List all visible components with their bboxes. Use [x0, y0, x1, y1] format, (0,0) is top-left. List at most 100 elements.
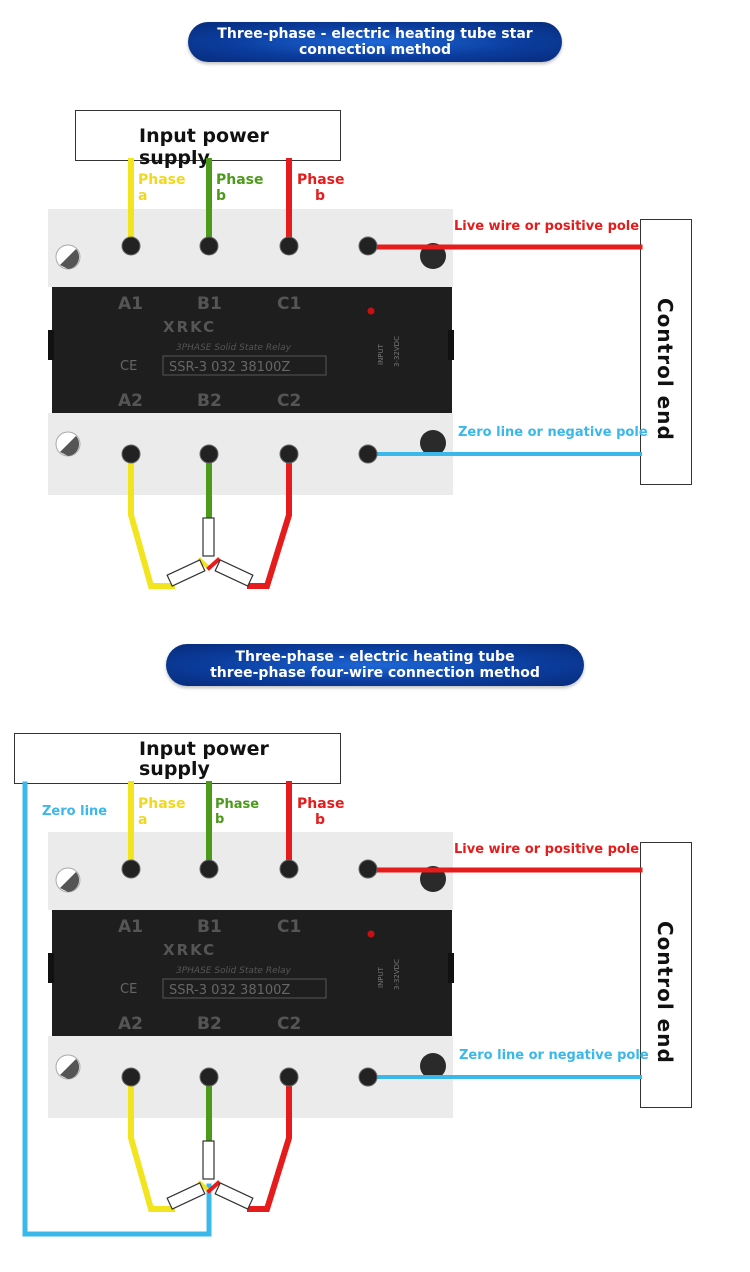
terminal-label-c2: C2 [277, 1014, 301, 1034]
diagram-four-wire-connection: Three-phase - electric heating tube thre… [0, 624, 750, 1272]
relay-brand: XRKC [163, 318, 216, 336]
relay-model-frame [162, 978, 327, 999]
status-led-icon [367, 307, 375, 315]
input-range: 3-32VDC [393, 336, 401, 367]
screw-b1-icon [199, 236, 219, 256]
screw-input-minus-icon [358, 444, 378, 464]
diagram-star-connection: Three-phase - electric heating tube star… [0, 0, 750, 620]
screw-a2-icon [121, 1067, 141, 1087]
control-end-label: Control end [653, 921, 677, 1064]
input-power-supply-label: Input power supply [139, 125, 269, 169]
terminal-label-a1: A1 [118, 917, 143, 937]
heating-tubes [166, 1140, 254, 1210]
relay-description: 3PHASE Solid State Relay [176, 966, 292, 976]
terminal-screws [121, 236, 378, 464]
status-led-icon [367, 930, 375, 938]
diagram-title-pill: Three-phase - electric heating tube thre… [166, 644, 584, 686]
solid-state-relay [48, 832, 454, 1118]
ce-mark: CE [120, 359, 137, 374]
terminal-label-a1: A1 [118, 294, 143, 314]
terminal-label-b1: B1 [197, 917, 222, 937]
mount-screw-icon [420, 1053, 446, 1079]
screw-a1-icon [121, 236, 141, 256]
screw-b2-icon [199, 1067, 219, 1087]
wires [128, 158, 643, 589]
title-line-1: Three-phase - electric heating tube [235, 649, 515, 665]
screw-b2-icon [199, 444, 219, 464]
phase-c-letter: b [315, 812, 326, 828]
title-line-2: connection method [299, 42, 451, 58]
phase-a-label: Phase a [138, 796, 186, 828]
input-power-supply-label: Input power supply [139, 738, 269, 780]
mount-hole-shadow [60, 1059, 80, 1079]
terminal-label-a2: A2 [118, 391, 143, 411]
input-label: INPUT [377, 966, 385, 988]
terminal-label-c2: C2 [277, 391, 301, 411]
screw-input-minus-icon [358, 1067, 378, 1087]
diagram-title-pill: Three-phase - electric heating tube star… [188, 22, 562, 62]
heating-tube-c [214, 1182, 254, 1210]
live-wire-label: Live wire or positive pole [454, 842, 640, 857]
heating-tube-b [202, 1140, 215, 1180]
terminal-label-b2: B2 [197, 391, 222, 411]
input-label: INPUT [377, 343, 385, 365]
heating-tube-a [166, 559, 206, 587]
heating-tube-a [166, 1182, 206, 1210]
star-wiring-diagram: A1 B1 C1 XRKC 3PHASE Solid State Relay S… [48, 158, 643, 589]
zero-line-label: Zero line or negative pole [459, 1048, 649, 1063]
terminal-screws [121, 859, 378, 1087]
screw-b1-icon [199, 859, 219, 879]
phase-c-letter: b [315, 188, 326, 204]
four-wire-wiring-diagram: A1 B1 C1 XRKC 3PHASE Solid State Relay S… [22, 781, 643, 1237]
relay-brand: XRKC [163, 941, 216, 959]
screw-a1-icon [121, 859, 141, 879]
wire-zero-line [22, 781, 212, 1237]
relay-black-body [52, 910, 452, 1036]
screw-c2-icon [279, 444, 299, 464]
star-point-red [206, 557, 221, 571]
screw-a2-icon [121, 444, 141, 464]
terminal-label-b2: B2 [197, 1014, 222, 1034]
screw-input-plus-icon [358, 859, 378, 879]
mount-screw-icon [420, 430, 446, 456]
relay-side-right [448, 330, 454, 360]
phase-c-label: Phase b [297, 796, 345, 828]
solid-state-relay [48, 209, 454, 495]
relay-black-body [52, 287, 452, 413]
phase-a-label: Phase a [138, 172, 186, 204]
terminal-label-c1: C1 [277, 294, 301, 314]
wire-a2-load [128, 452, 175, 589]
relay-model: SSR-3 032 38100Z [169, 360, 290, 375]
terminal-label-a2: A2 [118, 1014, 143, 1034]
wire-a2-load [128, 1075, 175, 1212]
screw-c2-icon [279, 1067, 299, 1087]
phase-b-label: Phase b [215, 797, 260, 827]
mount-hole-shadow [60, 249, 80, 269]
screw-c1-icon [279, 859, 299, 879]
relay-description: 3PHASE Solid State Relay [176, 343, 292, 353]
ce-mark: CE [120, 982, 137, 997]
terminal-label-c1: C1 [277, 917, 301, 937]
mount-hole-shadow [60, 872, 80, 892]
screw-input-plus-icon [358, 236, 378, 256]
control-end-box: Control end [640, 842, 692, 1108]
wires [22, 781, 643, 1237]
control-end-box: Control end [640, 219, 692, 485]
terminal-label-b1: B1 [197, 294, 222, 314]
star-point-red [206, 1180, 221, 1194]
relay-side-right [448, 953, 454, 983]
heating-tube-c [214, 559, 254, 587]
input-power-supply-box: Input power supply [14, 733, 341, 784]
phase-c-label: Phase b [297, 172, 345, 204]
relay-model-frame [162, 355, 327, 376]
title-line-2: three-phase four-wire connection method [210, 665, 540, 681]
live-wire-label: Live wire or positive pole [454, 219, 640, 234]
relay-model: SSR-3 032 38100Z [169, 983, 290, 998]
zero-line-label: Zero line or negative pole [458, 425, 648, 440]
relay-side-left [48, 330, 54, 360]
phase-b-label: Phase b [216, 172, 264, 204]
input-range: 3-32VDC [393, 959, 401, 990]
wire-c2-load [247, 452, 292, 589]
control-end-label: Control end [653, 298, 677, 441]
wire-c2-load [247, 1075, 292, 1212]
